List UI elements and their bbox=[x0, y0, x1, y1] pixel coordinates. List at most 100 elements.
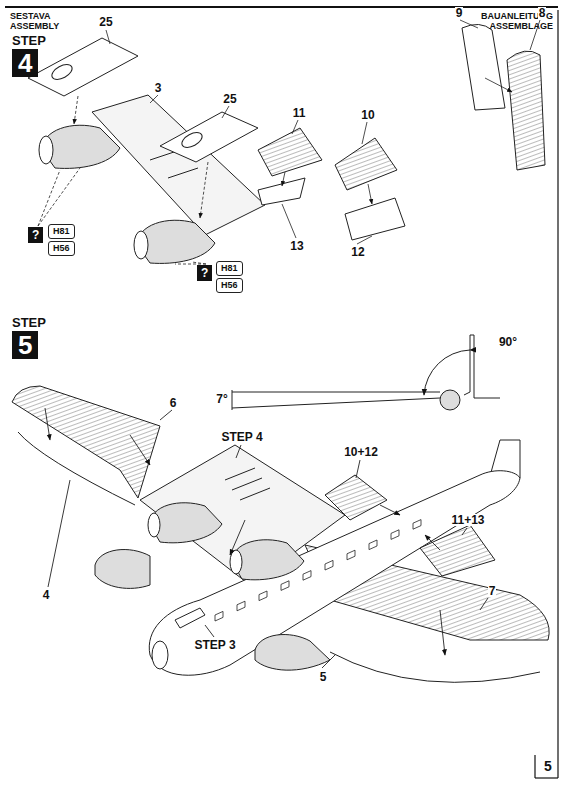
callout-number: 3 bbox=[154, 82, 163, 94]
dihedral-view-stroke bbox=[232, 398, 440, 408]
assembly-arrows bbox=[45, 408, 488, 668]
page-number: 5 bbox=[543, 759, 553, 773]
assembly-arrows-stroke bbox=[425, 535, 440, 550]
leader-lines-stroke bbox=[192, 262, 206, 264]
windows-stroke bbox=[413, 520, 421, 530]
assembly-arrows-stroke bbox=[205, 625, 214, 637]
dihedral-view bbox=[232, 335, 500, 410]
dihedral-view-stroke bbox=[232, 392, 440, 393]
leader-lines-stroke bbox=[368, 184, 372, 204]
page-frame-stroke bbox=[535, 777, 558, 778]
leader-lines-stroke bbox=[38, 170, 60, 226]
step-heading: STEP bbox=[12, 34, 46, 47]
windows-stroke bbox=[347, 550, 355, 560]
assembly-arrows-stroke bbox=[356, 460, 360, 478]
windows-stroke bbox=[391, 530, 399, 540]
leader-lines bbox=[38, 20, 540, 264]
leader-lines-stroke bbox=[362, 122, 367, 144]
aircraft-stroke bbox=[150, 503, 222, 543]
step-heading: STEP bbox=[12, 316, 46, 329]
assembly-arrows-stroke bbox=[380, 505, 400, 515]
leader-lines-stroke bbox=[485, 78, 512, 92]
callout-number: 11 bbox=[292, 107, 307, 119]
windows-stroke bbox=[259, 591, 267, 601]
aircraft-stroke bbox=[330, 652, 540, 682]
step-marker: STEP 4 bbox=[12, 34, 46, 77]
step4-parts-stroke bbox=[134, 231, 148, 259]
assembly-arrows-stroke bbox=[160, 410, 172, 420]
windows-stroke bbox=[303, 571, 311, 581]
header-left: SESTAVA ASSEMBLY bbox=[10, 11, 72, 32]
header-rule bbox=[5, 7, 558, 8]
callout-number: 7° bbox=[215, 393, 228, 405]
dihedral-view-stroke bbox=[424, 350, 470, 395]
aircraft-stroke bbox=[152, 641, 168, 669]
windows-stroke bbox=[281, 581, 289, 591]
query-box: ? bbox=[197, 265, 212, 281]
aircraft-stroke bbox=[12, 386, 160, 498]
aircraft-stroke bbox=[232, 540, 304, 580]
query-mark: ? bbox=[28, 227, 43, 243]
leader-lines-stroke bbox=[292, 120, 298, 134]
leader-lines-stroke bbox=[357, 236, 372, 244]
callout-number: 9 bbox=[455, 7, 464, 19]
step4-parts bbox=[28, 24, 545, 263]
page-frame-stroke bbox=[557, 10, 558, 778]
callout-number: 8 bbox=[538, 7, 547, 19]
leader-lines-stroke bbox=[74, 96, 78, 124]
step-number: 5 bbox=[12, 331, 38, 359]
aircraft-stroke bbox=[230, 550, 242, 574]
assembly-arrows-stroke bbox=[130, 435, 150, 465]
assembly-arrows-stroke bbox=[48, 480, 70, 587]
step4-parts-stroke bbox=[49, 62, 74, 83]
callout-number: 12 bbox=[350, 246, 365, 258]
step4-parts-stroke bbox=[258, 178, 305, 205]
leader-lines-stroke bbox=[460, 20, 478, 28]
page-frame bbox=[535, 10, 558, 778]
paint-code-box: H81 bbox=[48, 224, 75, 239]
assembly-arrows-stroke bbox=[236, 445, 241, 458]
query-box: ? bbox=[28, 227, 43, 243]
step4-parts-stroke bbox=[179, 130, 204, 151]
dihedral-view-stroke bbox=[232, 390, 233, 410]
aircraft-stroke bbox=[225, 468, 255, 480]
step4-parts-stroke bbox=[160, 112, 258, 162]
windows-stroke bbox=[369, 540, 377, 550]
leader-lines-stroke bbox=[200, 162, 208, 218]
step-number: 4 bbox=[12, 49, 38, 77]
callout-number: 11+13 bbox=[450, 514, 485, 526]
aircraft-stroke bbox=[240, 488, 270, 500]
paint-code: H56 bbox=[216, 278, 243, 293]
assembly-arrows-stroke bbox=[230, 520, 245, 555]
paint-code: H81 bbox=[48, 224, 75, 239]
paint-code: H81 bbox=[216, 261, 243, 276]
windows bbox=[215, 520, 421, 621]
windows-stroke bbox=[215, 611, 223, 621]
aircraft bbox=[12, 386, 549, 682]
assembly-arrows-stroke bbox=[480, 598, 488, 610]
page-frame-stroke bbox=[534, 755, 535, 778]
step4-parts-stroke bbox=[258, 128, 322, 176]
leader-lines-stroke bbox=[282, 172, 285, 186]
paint-code: H56 bbox=[48, 241, 75, 256]
paint-code-box: H81 bbox=[216, 261, 243, 276]
step4-parts-stroke bbox=[168, 168, 198, 178]
aircraft-stroke bbox=[175, 608, 205, 628]
windows-stroke bbox=[237, 601, 245, 611]
assembly-arrows-stroke bbox=[45, 408, 50, 440]
windows-stroke bbox=[325, 560, 333, 570]
query-mark: ? bbox=[197, 265, 212, 281]
aircraft-stroke bbox=[255, 635, 330, 671]
callout-number: 7 bbox=[488, 585, 497, 597]
aircraft-stroke bbox=[18, 432, 135, 505]
step4-parts-stroke bbox=[345, 198, 405, 240]
step4-parts-stroke bbox=[92, 95, 265, 235]
step4-parts-stroke bbox=[507, 51, 545, 170]
step4-parts-stroke bbox=[335, 138, 397, 190]
callout-number: 10 bbox=[360, 109, 375, 121]
dihedral-view-stroke bbox=[440, 390, 460, 410]
callout-number: 6 bbox=[169, 397, 178, 409]
leader-lines-stroke bbox=[222, 106, 229, 118]
